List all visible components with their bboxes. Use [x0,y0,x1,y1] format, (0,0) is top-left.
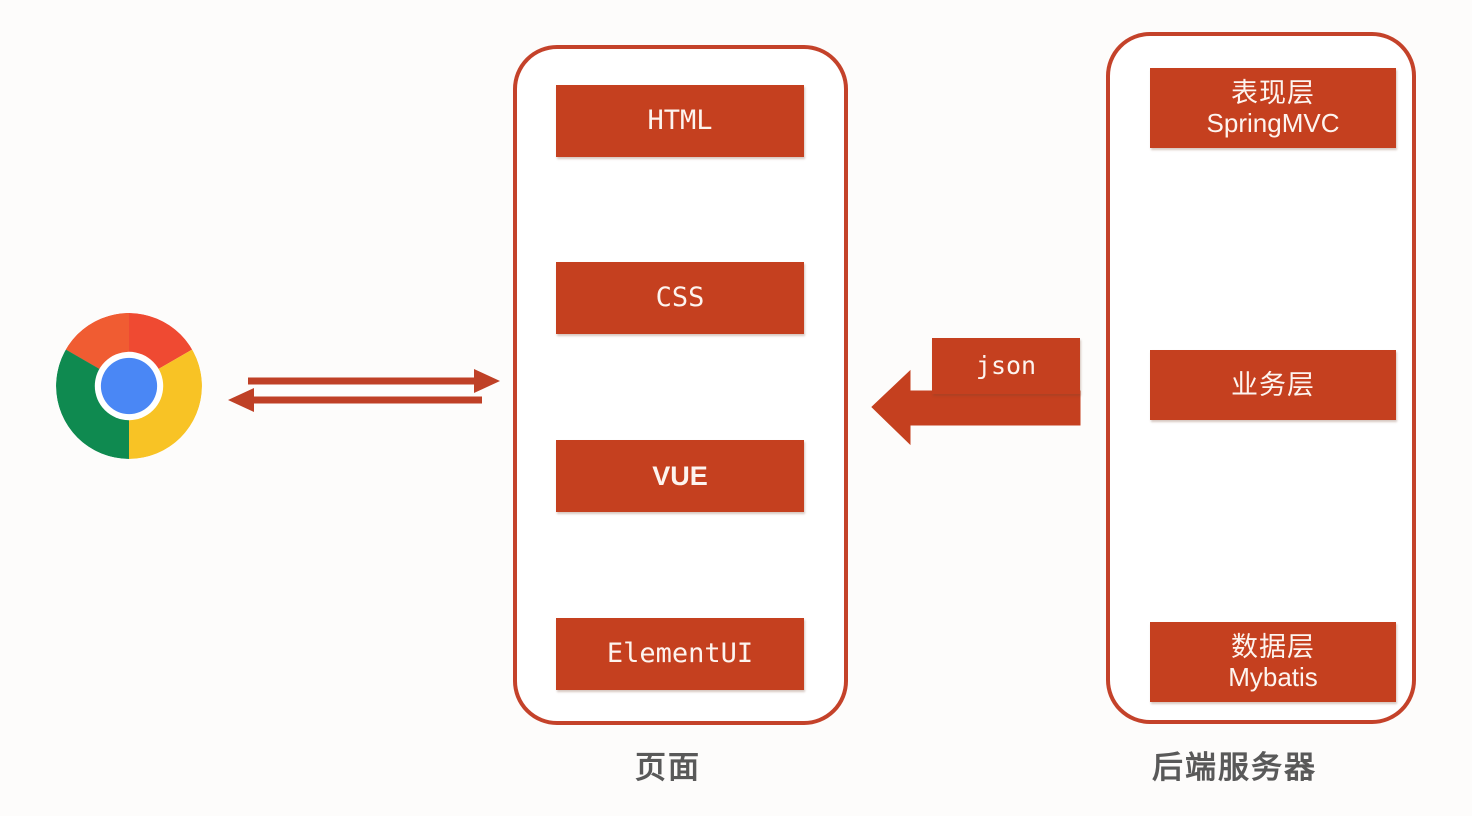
block-elementui-label: ElementUI [606,637,754,669]
block-presentation-layer[interactable]: 表现层 SpringMVC [1150,68,1396,148]
data-layer-tech: Mybatis [1228,661,1318,692]
block-css-label: CSS [655,281,705,313]
block-elementui[interactable]: ElementUI [556,618,804,690]
data-layer-title: 数据层 [1231,632,1315,663]
block-vue[interactable]: VUE [556,440,804,512]
block-css[interactable]: CSS [556,262,804,334]
chrome-logo-icon [53,310,205,462]
json-label: json [975,351,1037,380]
arrow-page-to-browser [228,388,482,412]
page-panel [513,45,848,725]
block-vue-label: VUE [652,460,708,491]
presentation-layer-tech: SpringMVC [1206,107,1340,138]
block-business-layer[interactable]: 业务层 [1150,350,1396,420]
presentation-layer-title: 表现层 [1231,78,1315,109]
block-html-label: HTML [647,104,713,136]
block-html[interactable]: HTML [556,85,804,157]
server-panel-caption: 后端服务器 [1152,750,1317,785]
page-panel-caption: 页面 [635,750,701,785]
json-label-box: json [932,338,1080,394]
business-layer-title: 业务层 [1231,369,1315,400]
block-data-layer[interactable]: 数据层 Mybatis [1150,622,1396,702]
arrow-browser-to-page [248,369,500,393]
